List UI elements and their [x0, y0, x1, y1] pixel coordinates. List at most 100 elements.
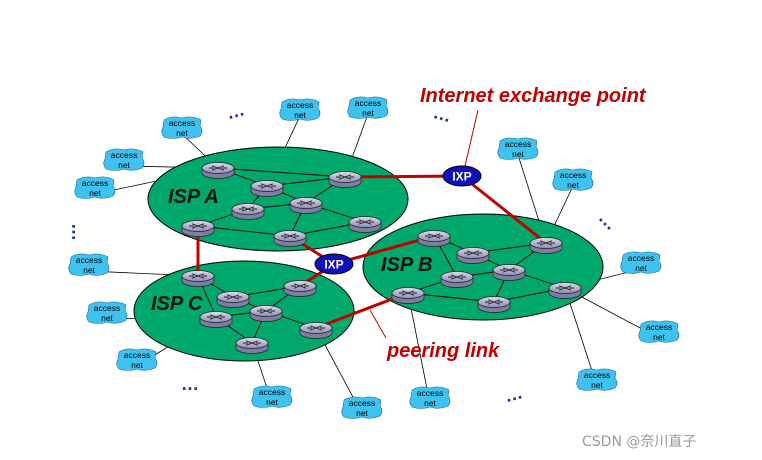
router-icon: [348, 216, 382, 233]
access-link: [407, 292, 431, 405]
peering-link-label: peering link: [386, 340, 500, 362]
isp-b-label: ISP B: [381, 254, 433, 276]
router-icon: [440, 271, 474, 288]
router-icon: [477, 296, 511, 313]
access-net-label-bottom: net: [567, 180, 579, 190]
ellipsis-mark: …: [224, 99, 247, 123]
router-icon: [289, 197, 323, 214]
access-net-label-top: access: [259, 387, 285, 397]
routers: [181, 162, 582, 354]
access-net-label-bottom: net: [89, 188, 101, 198]
ellipsis-mark: …: [431, 102, 454, 126]
access-net-label-top: access: [584, 370, 610, 380]
internal-link: [217, 167, 346, 178]
peering-link: [344, 174, 463, 179]
ixp-node-icon: [314, 253, 354, 275]
access-net-label-bottom: net: [356, 408, 368, 418]
access-net-label-top: access: [628, 253, 654, 263]
internet-exchange-point-label: Internet exchange point: [420, 85, 647, 107]
router-icon: [216, 291, 250, 308]
access-net-label-top: access: [169, 118, 195, 128]
access-net-label-bottom: net: [591, 380, 603, 390]
access-net-label-top: access: [82, 178, 108, 188]
access-net-label-bottom: net: [176, 128, 188, 138]
ellipsis-marks: … … … … … …: [59, 99, 622, 406]
router-icon: [456, 247, 490, 264]
ixp-pointer-line: [464, 109, 479, 167]
router-icon: [328, 171, 362, 188]
peering-pointer-line: [369, 309, 387, 339]
ixp-label-top: IXP: [452, 170, 471, 184]
ellipsis-mark: …: [181, 374, 199, 394]
ellipsis-mark: …: [595, 207, 622, 234]
access-net-label-bottom: net: [512, 149, 524, 159]
ixp-node-middle: IXP: [314, 253, 354, 275]
access-net-label-top: access: [349, 398, 375, 408]
access-net-label-bottom: net: [101, 313, 113, 323]
access-net-label-top: access: [76, 255, 102, 265]
router-icon: [273, 230, 307, 247]
access-net-label-bottom: net: [362, 108, 374, 118]
access-net-label-bottom: net: [83, 265, 95, 275]
router-icon: [181, 270, 215, 287]
ellipsis-mark: …: [59, 223, 79, 241]
access-net-label-bottom: net: [294, 110, 306, 120]
ixp-node-icon: [442, 165, 482, 187]
access-net-label-bottom: net: [266, 397, 278, 407]
access-net-label-top: access: [355, 98, 381, 108]
access-net-label-top: access: [646, 322, 672, 332]
access-clouds: accessnetaccessnetaccessnetaccessnetacce…: [68, 96, 680, 419]
access-net-label-top: access: [505, 139, 531, 149]
router-icon: [201, 162, 235, 179]
isp-a-label: ISP A: [168, 186, 219, 208]
router-icon: [235, 337, 269, 354]
access-net-label-top: access: [287, 100, 313, 110]
router-icon: [492, 264, 526, 281]
watermark: CSDN @奈川直子: [582, 433, 696, 450]
access-net-label-bottom: net: [424, 398, 436, 408]
isp-c-label: ISP C: [151, 293, 203, 315]
router-icon: [249, 305, 283, 322]
router-icon: [548, 282, 582, 299]
router-icon: [199, 311, 233, 328]
router-icon: [181, 220, 215, 237]
router-icon: [283, 280, 317, 297]
access-net-label-bottom: net: [118, 160, 130, 170]
router-icon: [417, 230, 451, 247]
access-net-label-bottom: net: [131, 360, 143, 370]
access-net-label-top: access: [124, 350, 150, 360]
access-net-label-bottom: net: [653, 332, 665, 342]
access-net-label-top: access: [560, 170, 586, 180]
router-icon: [250, 180, 284, 197]
router-icon: [391, 287, 425, 304]
access-net-label-top: access: [111, 150, 137, 160]
router-icon: [299, 322, 333, 339]
access-net-label-top: access: [94, 303, 120, 313]
ixp-node-top: IXP: [442, 165, 482, 187]
access-net-label-bottom: net: [635, 263, 647, 273]
router-icon: [231, 203, 265, 220]
ellipsis-mark: …: [502, 382, 525, 406]
ixp-label-middle: IXP: [324, 258, 343, 272]
router-icon: [529, 237, 563, 254]
access-net-label-top: access: [417, 388, 443, 398]
peering-link: [461, 174, 547, 245]
